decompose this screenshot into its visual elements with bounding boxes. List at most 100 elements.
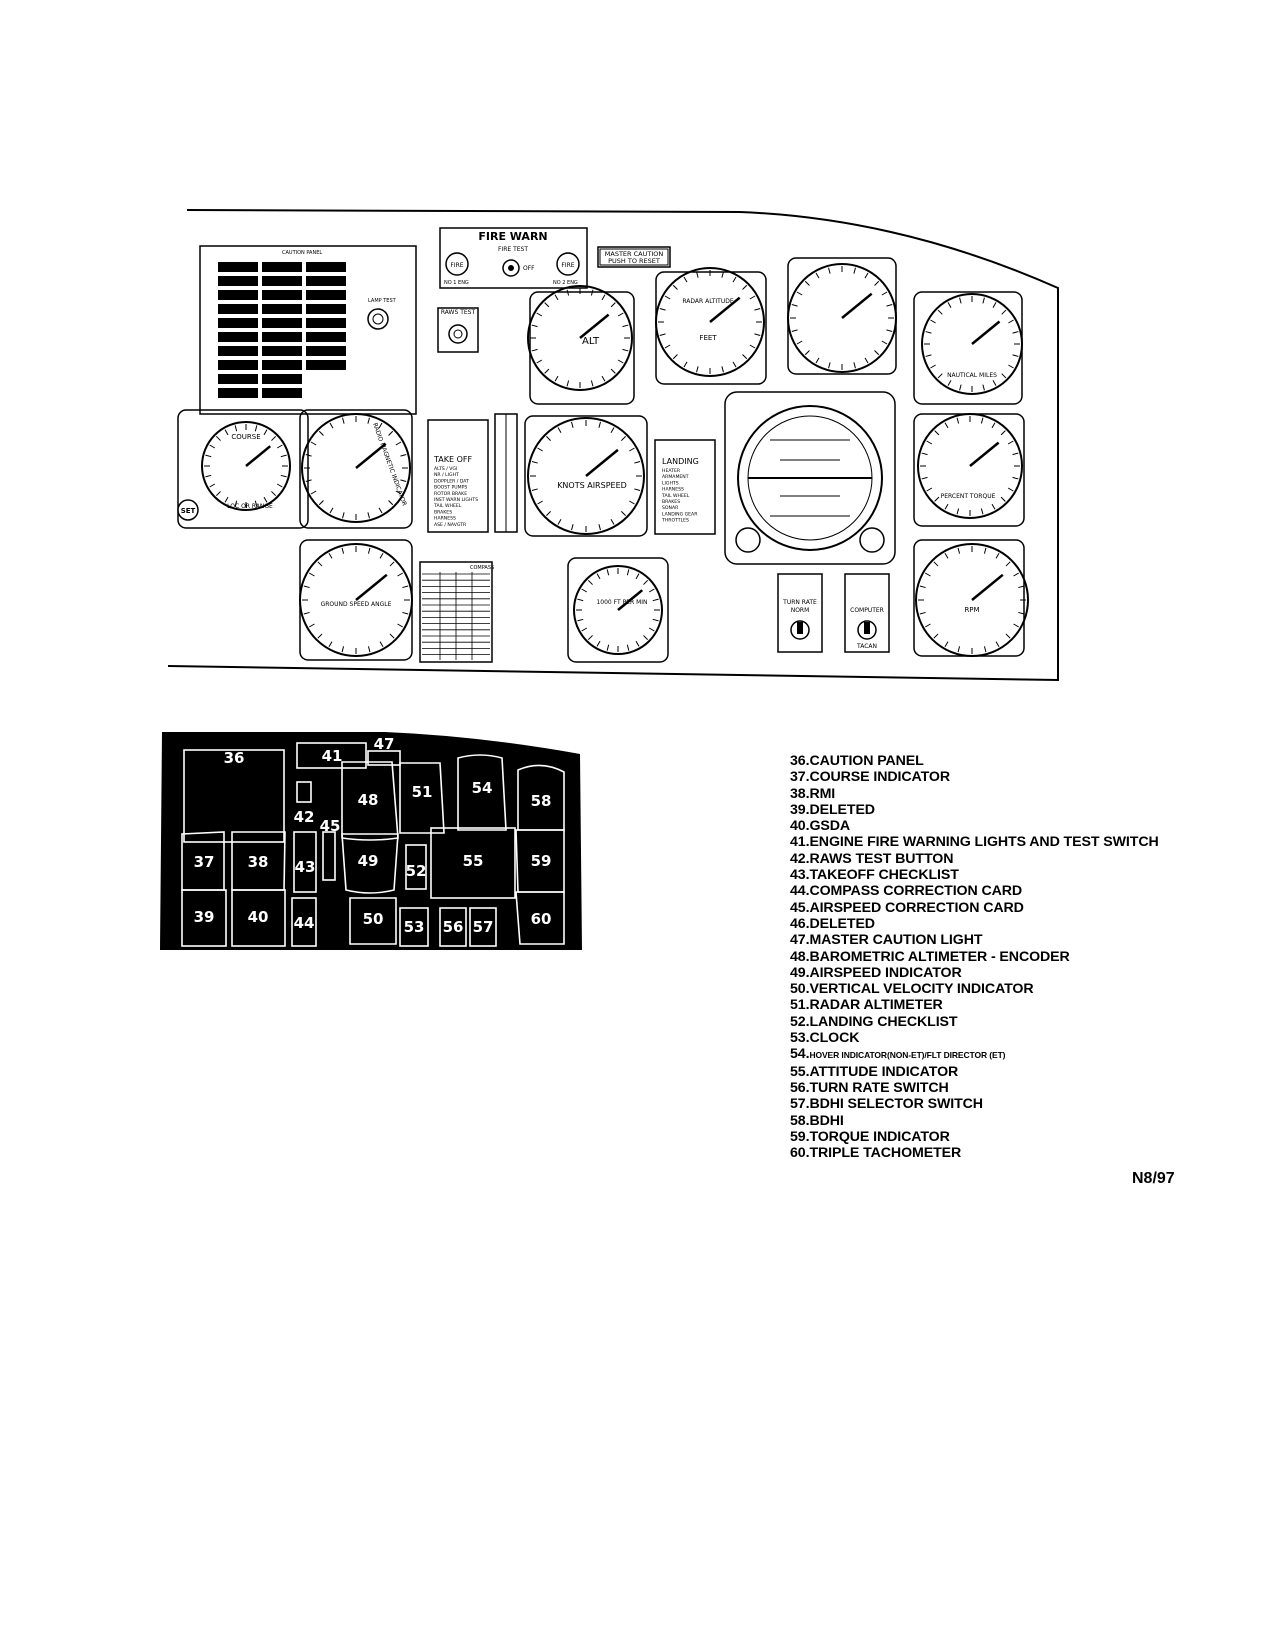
key-label-53: 53 — [404, 918, 425, 936]
caution-lamp — [262, 304, 302, 314]
master-caution-light: MASTER CAUTION PUSH TO RESET — [597, 246, 671, 268]
legend-item: 58BDHI — [790, 1113, 1230, 1129]
legend-item-number: 43 — [790, 867, 809, 883]
legend-item: 36CAUTION PANEL — [790, 753, 1230, 769]
legend-item-text: ATTITUDE INDICATOR — [809, 1063, 959, 1080]
key-label-57: 57 — [473, 918, 494, 936]
gauge-needle — [245, 445, 271, 467]
key-label-56: 56 — [443, 918, 464, 936]
gauge-tick — [683, 361, 688, 368]
caution-lamp — [218, 290, 258, 300]
gauge-tick — [659, 333, 666, 336]
legend-item-text: BDHI SELECTOR SWITCH — [809, 1096, 983, 1113]
legend-item-text: ENGINE FIRE WARNING LIGHTS AND TEST SWIT… — [809, 834, 1159, 851]
gauge-tick — [930, 364, 936, 369]
radar-altitude-label: RADAR ALTITUDE — [682, 298, 733, 305]
legend-item-number: 44 — [790, 883, 809, 899]
gauge-tick — [610, 302, 616, 308]
gauge-tick — [621, 511, 626, 516]
gauge-tick — [754, 333, 761, 336]
gauge-tick — [397, 572, 404, 577]
key-label-43: 43 — [295, 858, 316, 876]
gauge-tick — [224, 429, 229, 436]
caution-lamp — [306, 262, 346, 272]
caution-lamp — [218, 262, 258, 272]
gauge-tick — [635, 640, 640, 647]
key-label-41: 41 — [322, 747, 343, 765]
key-label-54: 54 — [472, 779, 493, 797]
gauge-tick — [224, 496, 229, 503]
gauge-tick — [596, 573, 601, 580]
gauge-tick — [531, 488, 538, 491]
caution-lamp — [306, 304, 346, 314]
lamp-test-label: LAMP TEST — [368, 298, 397, 304]
raws-test-button: RAWS TEST — [437, 307, 479, 353]
legend-list: 36CAUTION PANEL37COURSE INDICATOR38RMI39… — [790, 753, 1230, 1161]
gauge-tick — [626, 644, 630, 651]
caution-panel: CAUTION PANEL LAMP TEST — [199, 245, 417, 415]
gauge-tick — [874, 280, 880, 286]
gauge-tick — [1005, 633, 1011, 639]
gauge-dial — [301, 413, 411, 523]
figure-id: N8/97 — [1132, 1170, 1175, 1187]
gauge-needle — [579, 313, 610, 339]
gauge-tick — [683, 276, 688, 283]
gauge-tick — [659, 308, 666, 311]
gauge-tick — [629, 447, 635, 452]
altimeter-alt-label: ALT — [582, 336, 600, 347]
gauge-tick — [924, 572, 931, 577]
gauge-tick — [571, 421, 574, 428]
gauge-tick — [672, 354, 678, 360]
gauge-tick — [1008, 319, 1014, 324]
gauge-tick — [587, 579, 593, 585]
gauge-tick — [271, 435, 277, 441]
svg-text:RAWS TEST: RAWS TEST — [441, 309, 476, 316]
checklist-line: SONAR — [662, 505, 679, 511]
gauge-tick — [934, 430, 940, 436]
svg-text:TURN RATE: TURN RATE — [782, 599, 817, 606]
gauge-tick — [622, 348, 629, 352]
turn-rate-switch: TURN RATE NORM — [777, 573, 823, 653]
gauge-tick — [995, 641, 1000, 648]
gauge-tick — [621, 436, 626, 441]
gauge-tick — [886, 304, 893, 307]
gauge-tick — [215, 491, 221, 497]
gauge-tick — [742, 284, 748, 290]
svg-text:TACAN: TACAN — [856, 643, 877, 650]
key-label-52: 52 — [406, 862, 427, 880]
set-knob-label: SET — [181, 507, 196, 515]
legend-item-text: GSDA — [809, 818, 851, 835]
gauge-tick — [610, 519, 615, 525]
gauge-tick — [389, 561, 395, 567]
gauge-tick — [664, 295, 671, 300]
caution-lamp — [306, 360, 346, 370]
legend-item-number: 57 — [790, 1096, 809, 1112]
key-label-60: 60 — [531, 910, 552, 928]
gauge-tick — [610, 427, 615, 433]
gauge-tick — [853, 267, 856, 274]
gauge-tick — [828, 267, 831, 274]
checklist-line: ASE / NAVGTR — [434, 522, 467, 528]
caution-lamp — [262, 276, 302, 286]
gauge-tick — [1018, 585, 1025, 589]
gauge-tick — [310, 490, 317, 495]
gauge-tick — [590, 380, 594, 387]
rpm-label: RPM — [964, 606, 979, 614]
caution-lamp — [306, 332, 346, 342]
caution-lamp — [262, 262, 302, 272]
svg-text:NO 2 ENG: NO 2 ENG — [553, 280, 578, 286]
checklist-line: HARNESS — [434, 516, 456, 522]
key-label-45: 45 — [320, 817, 341, 835]
gauge-dial — [921, 293, 1023, 395]
gauge-tick — [587, 635, 593, 641]
gauge-tick — [721, 366, 724, 373]
gauge-tick — [926, 440, 933, 445]
gauge-tick — [318, 430, 324, 436]
key-label-36: 36 — [224, 749, 245, 767]
gauge-tick — [305, 479, 312, 482]
caution-lamp — [262, 388, 302, 398]
gauge-tick — [919, 611, 926, 615]
gauge-tick — [581, 588, 588, 593]
gauge-tick — [328, 552, 333, 559]
gauge-tick — [1012, 452, 1019, 456]
